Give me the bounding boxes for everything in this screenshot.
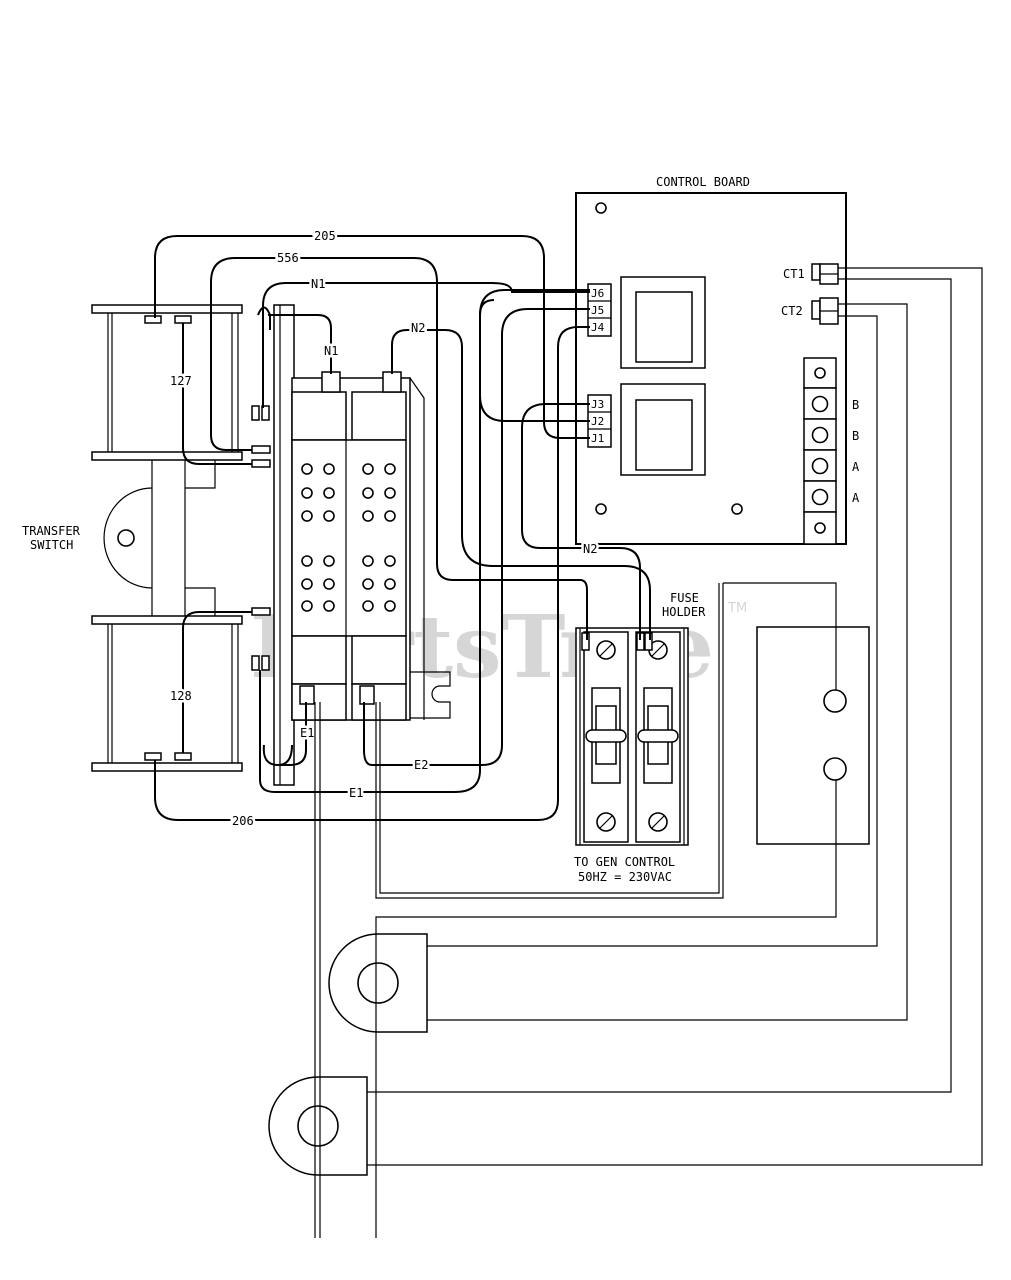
fuse-holder-label-line1: FUSE	[670, 591, 699, 605]
mounting-hole	[595, 202, 607, 214]
terminal-tab	[261, 405, 270, 421]
wire-lug	[581, 632, 590, 651]
watermark-trademark: TM	[727, 601, 747, 616]
to-gen-control-label-line1: TO GEN CONTROL	[574, 855, 675, 869]
terminal-tab	[251, 607, 271, 616]
pin-j2-label: J2	[591, 415, 604, 428]
mounting-hole	[731, 503, 743, 515]
transfer-switch-label-line2: SWITCH	[30, 538, 73, 552]
wire-lug	[644, 632, 653, 651]
to-gen-control-label-line2: 50HZ = 230VAC	[578, 870, 672, 884]
wire-n1-terminal-label: N1	[324, 344, 338, 358]
pin-j5-label: J5	[591, 304, 604, 317]
wire-e1-terminal-label: E1	[300, 726, 314, 740]
terminal-tab	[174, 752, 192, 761]
wire-128-label: 128	[170, 689, 192, 703]
wire-n2-bottom-label: N2	[583, 542, 597, 556]
terminal-tab	[261, 655, 270, 671]
fuse-holder: FUSE HOLDER TO GEN CONTROL 50HZ = 230VAC	[574, 591, 706, 884]
wire-e1-bottom-label: E1	[349, 786, 363, 800]
pin-j1-label: J1	[591, 432, 604, 445]
transformer-terminal	[823, 689, 847, 713]
control-board-label: CONTROL BOARD	[656, 175, 750, 189]
terminal-tab	[251, 405, 260, 421]
terminal-tab	[144, 315, 162, 324]
wire-n1-top-label: N1	[311, 277, 325, 291]
contactor-block	[273, 304, 451, 786]
connector-j6-j4: J6 J5 J4	[587, 283, 612, 337]
terminal-tab	[174, 315, 192, 324]
transfer-switch: TRANSFER SWITCH	[22, 304, 271, 772]
terminal-post	[299, 685, 315, 705]
pin-j6-label: J6	[591, 287, 604, 300]
terminal-post	[321, 371, 341, 393]
transformer	[756, 626, 870, 845]
terminal-strip: B B A A	[803, 357, 860, 545]
ct1-label: CT1	[783, 267, 805, 281]
wire-n2-top-label: N2	[411, 321, 425, 335]
terminal-tab	[251, 445, 271, 454]
wire-e2-label: E2	[414, 758, 428, 772]
fuse-holder-label-line2: HOLDER	[662, 605, 706, 619]
terminal-post	[359, 685, 375, 705]
pin-j3-label: J3	[591, 398, 604, 411]
ct1-latch	[811, 263, 821, 281]
control-board: CONTROL BOARD J6 J5 J4 J3 J2 J1 C	[575, 175, 860, 545]
terminal-b1-label: B	[852, 398, 859, 412]
terminal-post	[382, 371, 402, 393]
wire-556-label: 556	[277, 251, 299, 265]
wire-127-label: 127	[170, 374, 192, 388]
connector-j3-j1: J3 J2 J1	[587, 394, 612, 448]
pin-j4-label: J4	[591, 321, 605, 334]
terminal-a2-label: A	[852, 491, 860, 505]
wiring: 205 556 N1 N1 N2 N2 E2 206 E1 E1 127	[154, 227, 983, 1238]
wire-206-label: 206	[232, 814, 254, 828]
terminal-b2-label: B	[852, 429, 859, 443]
terminal-a1-label: A	[852, 460, 860, 474]
terminal-tab	[251, 655, 260, 671]
motor-shaft-icon	[117, 529, 135, 547]
transformer-terminal	[823, 757, 847, 781]
wire-205-label: 205	[314, 229, 336, 243]
transfer-switch-label-line1: TRANSFER	[22, 524, 81, 538]
terminal-tab	[251, 459, 271, 468]
mounting-hole	[595, 503, 607, 515]
contact-holes	[301, 463, 396, 612]
ct2-latch	[811, 300, 821, 320]
ct2-label: CT2	[781, 304, 803, 318]
terminal-tab	[144, 752, 162, 761]
current-transformer-2	[268, 1076, 368, 1176]
current-transformer-1	[328, 933, 428, 1033]
